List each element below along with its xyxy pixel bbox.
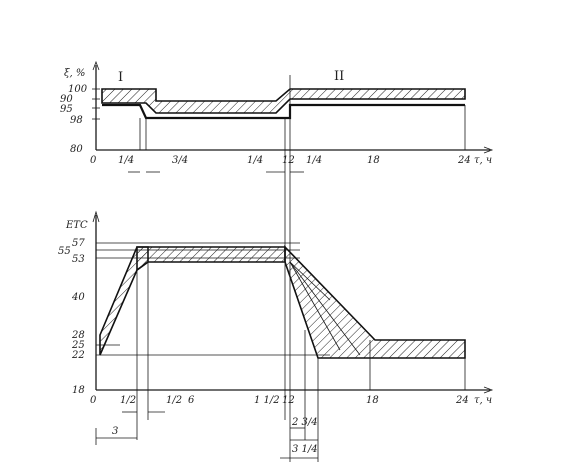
dim-3: 3 xyxy=(112,426,118,437)
top-x-tick-12: 12 xyxy=(282,155,295,166)
top-x-tick-5: 1/4 xyxy=(306,155,322,166)
top-x-label: τ, ч xyxy=(474,155,492,166)
region-II-label: II xyxy=(334,69,344,84)
bottom-x-tick-24: 24 xyxy=(455,395,469,406)
top-y-label: ξ, % xyxy=(64,68,85,79)
bottom-y-tick-53: 53 xyxy=(72,254,85,265)
bottom-x-tick-6: 6 xyxy=(188,395,195,406)
top-y-tick-95: 95 xyxy=(60,104,73,115)
top-y-tick-80: 80 xyxy=(70,144,83,155)
bottom-y-tick-28: 28 xyxy=(71,330,85,341)
top-x-tick-24: 24 xyxy=(457,155,471,166)
top-x-tick-18: 18 xyxy=(367,155,380,166)
top-x-tick-2: 3/4 xyxy=(172,155,188,166)
top-efficiency-band xyxy=(101,88,466,114)
dim-2-3-4: 2 3/4 xyxy=(291,417,318,428)
top-x-tick-0: 0 xyxy=(90,155,97,166)
bottom-y-tick-22: 22 xyxy=(71,350,85,361)
bottom-y-label: ETC xyxy=(65,220,88,231)
fall-band xyxy=(284,245,466,359)
bottom-x-label: τ, ч xyxy=(474,395,492,406)
top-step-line xyxy=(102,103,465,120)
bottom-y-tick-18: 18 xyxy=(72,385,85,396)
top-y-tick-90: 90 xyxy=(60,94,73,105)
plateau-band xyxy=(136,246,286,272)
top-diagram: ξ, % 100 90 95 98 80 I II 0 1/4 3/4 1/4 … xyxy=(60,60,494,173)
bottom-y-tick-25: 25 xyxy=(71,340,85,351)
dim-3-1-4: 3 1/4 xyxy=(292,444,318,455)
bottom-y-tick-55: 55 xyxy=(58,246,71,257)
bottom-x-tick-12: 12 xyxy=(282,395,295,406)
top-y-tick-100: 100 xyxy=(68,84,88,95)
bottom-x-tick-2: 1/2 xyxy=(166,395,182,406)
top-y-tick-98: 98 xyxy=(70,115,83,126)
bottom-x-tick-18: 18 xyxy=(366,395,379,406)
bottom-diagram: ETC 57 55 53 40 28 25 22 18 0 1/2 1/2 6 … xyxy=(58,150,494,462)
bottom-y-tick-57: 57 xyxy=(72,238,85,249)
bottom-x-tick-1: 1/2 xyxy=(120,395,136,406)
bottom-x-tick-0: 0 xyxy=(90,395,97,406)
bottom-y-tick-40: 40 xyxy=(71,292,85,303)
top-x-tick-1: 1/4 xyxy=(118,155,134,166)
top-x-tick-3: 1/4 xyxy=(247,155,263,166)
bottom-x-tick-4: 1 1/2 xyxy=(254,395,280,406)
region-I-label: I xyxy=(118,70,123,85)
